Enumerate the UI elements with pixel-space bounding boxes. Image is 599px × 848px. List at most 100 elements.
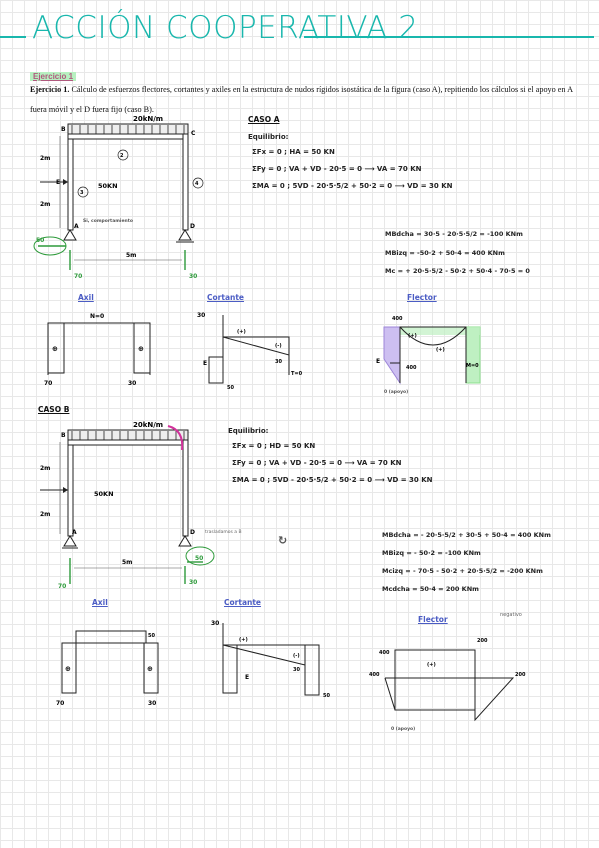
case-a-mom3: Mc = + 20·5·5/2 - 50·2 + 50·4 - 70·5 = 0 [385, 267, 530, 275]
case-b-eq3: ΣMA = 0 ; 5VD - 20·5·5/2 + 50·2 = 0 ⟶ VD… [232, 476, 433, 484]
case-a-structure: 20kN/m B C E A D 50KN 2m 2m 5m Si, compo… [33, 115, 204, 280]
case-a-flec-m0: M=0 [466, 363, 479, 369]
case-a-h1: 2m [40, 155, 50, 162]
case-a-reaction-ha: 50 [36, 237, 44, 244]
case-b-cortante-title: Cortante [224, 598, 262, 607]
exercise-statement: Ejercicio 1. Cálculo de esfuerzos flecto… [30, 80, 590, 120]
case-b-reaction-va: 70 [58, 583, 66, 590]
case-b-flec-mid: (+) [427, 662, 436, 668]
case-b-cort-30b: 30 [293, 667, 300, 673]
title-line-right [304, 36, 594, 38]
case-b-eq2: ΣFy = 0 ; VA + VD - 20·5 = 0 ⟶ VA = 70 K… [232, 459, 402, 467]
case-a-cortante-diagram: 30 (+) (-) 30 T=0 E 50 [197, 312, 303, 391]
case-a-cort-e: E [203, 360, 207, 367]
case-a-axil-right-sym: ⊕ [138, 345, 144, 353]
case-b-neg-note: negativo [500, 612, 522, 618]
case-a-reaction-va: 70 [74, 273, 82, 280]
case-a-mom1: MBdcha = 30·5 - 20·5·5/2 = -100 KNm [385, 230, 523, 238]
case-a-beam [67, 133, 189, 140]
case-b-cort-plus: (+) [239, 637, 248, 643]
case-b-reaction-vd: 30 [189, 579, 197, 586]
case-b-cortante-diagram: 30 (+) (-) 30 E 50 [211, 620, 330, 699]
case-b-cort-minus: (-) [293, 653, 300, 659]
case-a-axil-left-sym: ⊕ [52, 345, 58, 353]
case-a-eq3: ΣMA = 0 ; 5VD - 20·5·5/2 + 50·2 = 0 ⟶ VD… [252, 182, 453, 190]
case-a-cort-plus: (+) [237, 329, 246, 335]
case-a-node-e: E [56, 179, 60, 186]
case-a-support-a [63, 229, 77, 241]
case-b-axil-diagram: 50 ⊕ ⊕ 70 30 [56, 630, 159, 707]
case-b-mom1: MBdcha = - 20·5·5/2 + 30·5 + 50·4 = 400 … [382, 531, 551, 539]
statement-lead: Ejercicio 1. [30, 85, 70, 94]
case-a-node-c: C [191, 130, 196, 137]
rotation-icon: ↻ [278, 534, 288, 547]
case-b-heading: CASO B [38, 405, 70, 414]
case-b-load-label: 20kN/m [133, 421, 163, 429]
case-a-node-b: B [61, 126, 66, 133]
case-a-note: Si, comportamiento [83, 218, 133, 224]
case-b-eq1: ΣFx = 0 ; HD = 50 KN [232, 442, 316, 450]
case-a-axil-diagram: N=0 ⊕ ⊕ 70 30 [44, 313, 151, 387]
case-a-eq2: ΣFy = 0 ; VA + VD - 20·5 = 0 ⟶ VA = 70 K… [252, 165, 422, 173]
case-b-mom4: Mcdcha = 50·4 = 200 KNm [382, 585, 479, 593]
case-b-flector-title: Flector [418, 615, 448, 624]
case-b-cort-50: 50 [323, 693, 330, 699]
case-a-flector-diagram: 400 (+) (+) M=0 400 E 0 (apoyo) [376, 316, 481, 395]
case-a-cort-minus: (-) [275, 343, 282, 349]
case-b-flec-200: 200 [477, 638, 488, 644]
case-b-mom2: MBizq = - 50·2 = -100 KNm [382, 549, 481, 557]
case-a-circle-2: 2 [120, 153, 124, 159]
case-b-h2: 2m [40, 511, 50, 518]
case-b-node-d: D [190, 529, 195, 536]
case-a-flector-title: Flector [407, 293, 437, 302]
case-a-circle-4: 4 [195, 181, 199, 187]
case-a-flec-mid: (+) [436, 347, 445, 353]
case-a-flec-400b: 400 [406, 365, 417, 371]
case-b-h1: 2m [40, 465, 50, 472]
case-b-flector-diagram: 200 400 (+) 200 400 0 (apoyo) [369, 638, 526, 732]
case-a-flec-e: E [376, 358, 380, 365]
page-title-bar: ACCIÓN COOPERATIVA 2 [0, 10, 599, 54]
case-a-flec-left: (+) [408, 333, 417, 339]
case-a-load-label: 20kN/m [133, 115, 163, 123]
case-a-node-d: D [190, 223, 195, 230]
statement-text: Cálculo de esfuerzos flectores, cortante… [30, 85, 573, 114]
case-a-span: 5m [126, 252, 136, 259]
case-a-left-column [67, 133, 74, 231]
case-b-axil-n50: 50 [148, 633, 155, 639]
case-a-support-d [178, 229, 192, 241]
case-a-heading: CASO A [248, 115, 280, 124]
case-a-right-column [182, 133, 189, 231]
case-b-cort-e: E [245, 674, 249, 681]
case-b-force-label: 50KN [94, 490, 114, 498]
case-a-cortante-title: Cortante [207, 293, 245, 302]
case-a-axil-v-right: 30 [128, 380, 136, 387]
case-b-node-a: A [72, 529, 77, 536]
case-b-structure: 20kN/m B A D 50KN 2m 2m 5m 50 70 30 [40, 421, 215, 590]
case-a-circle-3: 3 [80, 190, 84, 196]
case-a-reaction-vd: 30 [189, 273, 197, 280]
case-b-mom3: Mcizq = - 70·5 - 50·2 + 20·5·5/2 = -200 … [382, 567, 543, 575]
case-a-mom2: MBizq = -50·2 + 50·4 = 400 KNm [385, 249, 505, 257]
case-b-equilibrium-label: Equilibrio: [228, 427, 269, 435]
case-b-axil-v-right: 30 [148, 700, 156, 707]
case-a-eq1: ΣFx = 0 ; HA = 50 KN [252, 148, 335, 156]
case-a-cort-t0: T=0 [291, 371, 303, 377]
case-b-flec-200b: 200 [515, 672, 526, 678]
page-title: ACCIÓN COOPERATIVA 2 [32, 10, 419, 46]
case-a-cort-50: 50 [227, 385, 234, 391]
case-a-h2: 2m [40, 201, 50, 208]
case-b-flec-400: 400 [379, 650, 390, 656]
case-a-cort-30b: 30 [275, 359, 282, 365]
case-b-axil-left-sym: ⊕ [65, 665, 71, 673]
case-b-span: 5m [122, 559, 132, 566]
case-a-node-a: A [74, 223, 79, 230]
title-line-left [0, 36, 26, 38]
case-b-axil-v-left: 70 [56, 700, 64, 707]
case-b-reaction-hd: 50 [195, 555, 203, 562]
case-b-flec-400b: 400 [369, 672, 380, 678]
exercise-tag: Ejercicio 1 [30, 66, 77, 84]
case-a-force-label: 50KN [98, 182, 118, 190]
case-b-flec-support: 0 (apoyo) [391, 726, 415, 732]
case-b-axil-title: Axil [92, 598, 108, 607]
